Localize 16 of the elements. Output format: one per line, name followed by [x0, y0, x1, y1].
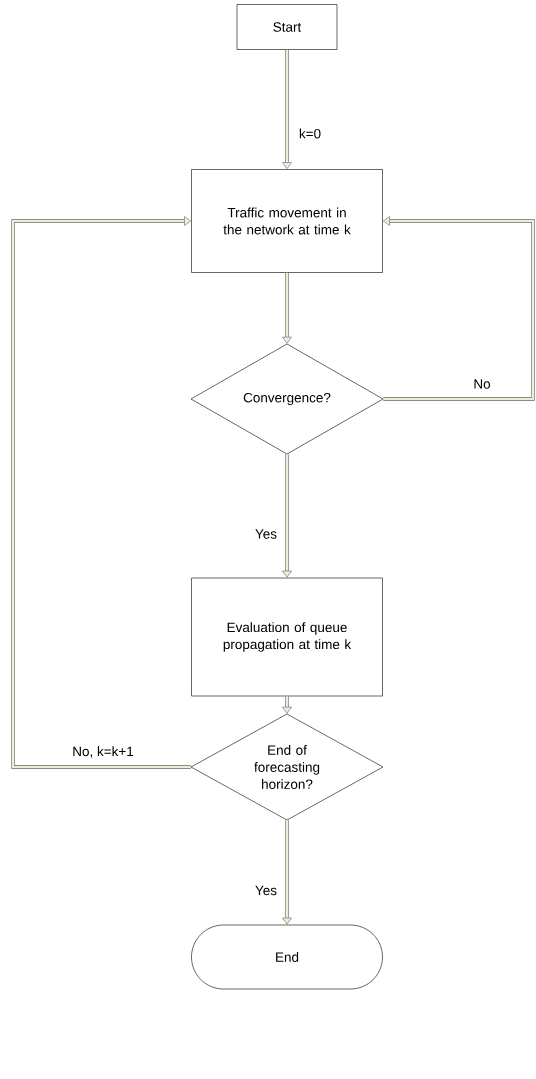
arrow: [282, 696, 292, 714]
process-box: Start: [236, 4, 338, 50]
edge-label: k=0: [299, 128, 321, 139]
edge-label: No, k=k+1: [73, 746, 134, 758]
process-box: Traffic movement in the network at time k: [191, 169, 383, 273]
arrow: [11, 216, 191, 769]
edge-label: Yes: [255, 529, 277, 539]
arrow: [282, 454, 292, 578]
edge-label: Yes: [255, 885, 277, 896]
terminal-box: End: [191, 924, 383, 990]
edge-label: No: [474, 379, 491, 389]
arrow: [282, 272, 292, 344]
arrow: [383, 216, 535, 401]
process-box: Evaluation of queue propagation at time k: [191, 577, 383, 697]
arrow: [282, 49, 292, 169]
arrow: [282, 820, 292, 925]
